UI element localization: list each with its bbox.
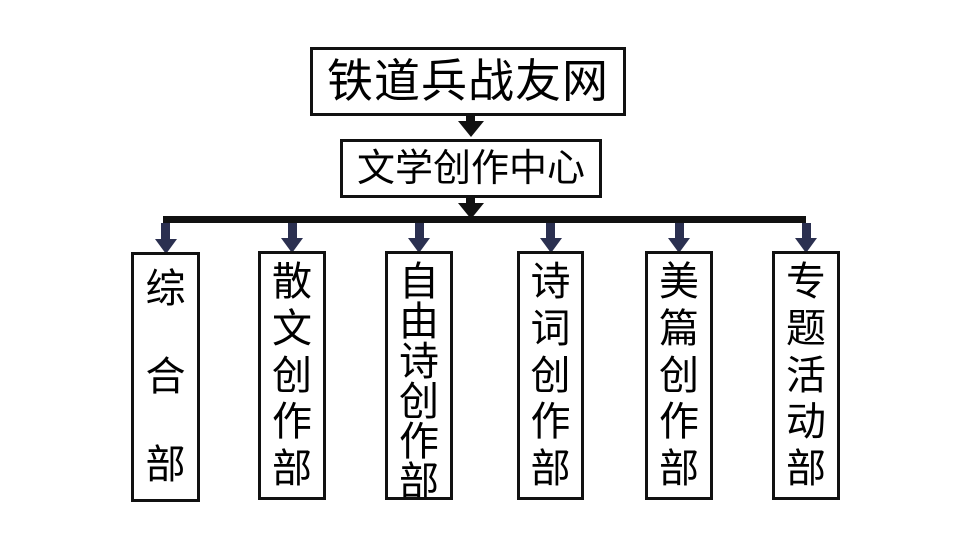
org-node-department-1: 综合部 [131, 252, 200, 502]
connector-bus-to-dept-1-stem [161, 223, 170, 241]
connector-bus-to-dept-6-stem [801, 223, 811, 240]
dept-4-char-3: 创 [530, 352, 571, 398]
org-node-root: 铁道兵战友网 [310, 47, 626, 116]
org-node-center-label: 文学创作中心 [356, 147, 585, 190]
dept-4-char-4: 作 [530, 399, 571, 445]
dept-4-char-5: 部 [530, 446, 571, 491]
org-node-department-4-label: 诗词创作部 [520, 254, 581, 497]
connector-bus-to-dept-5-stem [674, 223, 684, 240]
dept-2-char-4: 作 [272, 399, 312, 445]
org-node-department-2-label: 散文创作部 [261, 254, 323, 497]
dept-5-char-3: 创 [659, 352, 699, 398]
dept-6-char-1: 专 [786, 259, 826, 304]
org-node-center: 文学创作中心 [340, 139, 602, 198]
org-node-department-1-label: 综合部 [134, 255, 197, 499]
connector-bus-to-dept-3-arrowhead [408, 238, 430, 253]
connector-center-to-bus-arrowhead [458, 203, 484, 219]
dept-3-char-2: 由 [399, 299, 439, 344]
dept-5-char-5: 部 [659, 446, 699, 491]
org-node-department-6: 专题活动部 [772, 251, 840, 500]
dept-1-char-2: 合 [145, 354, 186, 399]
connector-bus-to-dept-4-arrowhead [539, 238, 562, 253]
dept-4-char-2: 词 [530, 305, 571, 351]
connector-bus-to-dept-5-arrowhead [668, 238, 690, 253]
dept-2-char-1: 散 [272, 259, 312, 304]
dept-6-char-5: 部 [786, 446, 826, 491]
org-node-department-2: 散文创作部 [258, 251, 326, 500]
connector-bus-to-dept-3-stem [414, 223, 424, 240]
connector-bus-to-dept-6-arrowhead [795, 238, 817, 253]
dept-3-char-5: 作 [399, 419, 439, 464]
dept-3-char-6: 部 [399, 459, 439, 500]
connector-bus-to-dept-2-stem [287, 223, 297, 240]
org-node-root-label: 铁道兵战友网 [327, 55, 609, 107]
org-node-department-4: 诗词创作部 [517, 251, 584, 500]
dept-3-char-3: 诗 [399, 339, 439, 384]
dept-5-char-4: 作 [659, 399, 699, 445]
dept-6-char-2: 题 [786, 305, 826, 351]
dept-2-char-2: 文 [272, 305, 312, 351]
dept-5-char-2: 篇 [659, 305, 699, 351]
org-node-department-6-label: 专题活动部 [775, 254, 837, 497]
org-node-department-3: 自由诗创作部 [385, 251, 453, 500]
dept-5-char-1: 美 [659, 259, 699, 304]
connector-bus-to-dept-4-stem [546, 223, 555, 240]
connector-horizontal-bus [163, 216, 806, 223]
org-node-department-3-label: 自由诗创作部 [388, 254, 450, 500]
connector-bus-to-dept-2-arrowhead [281, 238, 303, 253]
dept-3-char-1: 自 [399, 259, 439, 304]
org-node-department-5: 美篇创作部 [645, 251, 713, 500]
dept-2-char-3: 创 [272, 352, 312, 398]
dept-2-char-5: 部 [272, 446, 312, 491]
org-node-department-5-label: 美篇创作部 [648, 254, 710, 497]
dept-1-char-1: 综 [145, 266, 186, 311]
dept-6-char-4: 动 [786, 399, 826, 445]
connector-bus-to-dept-1-arrowhead [154, 239, 177, 254]
dept-4-char-1: 诗 [530, 259, 571, 304]
dept-1-char-3: 部 [145, 442, 186, 487]
dept-3-char-4: 创 [399, 379, 439, 424]
connector-root-to-center-arrowhead [458, 121, 484, 137]
dept-6-char-3: 活 [786, 352, 826, 398]
